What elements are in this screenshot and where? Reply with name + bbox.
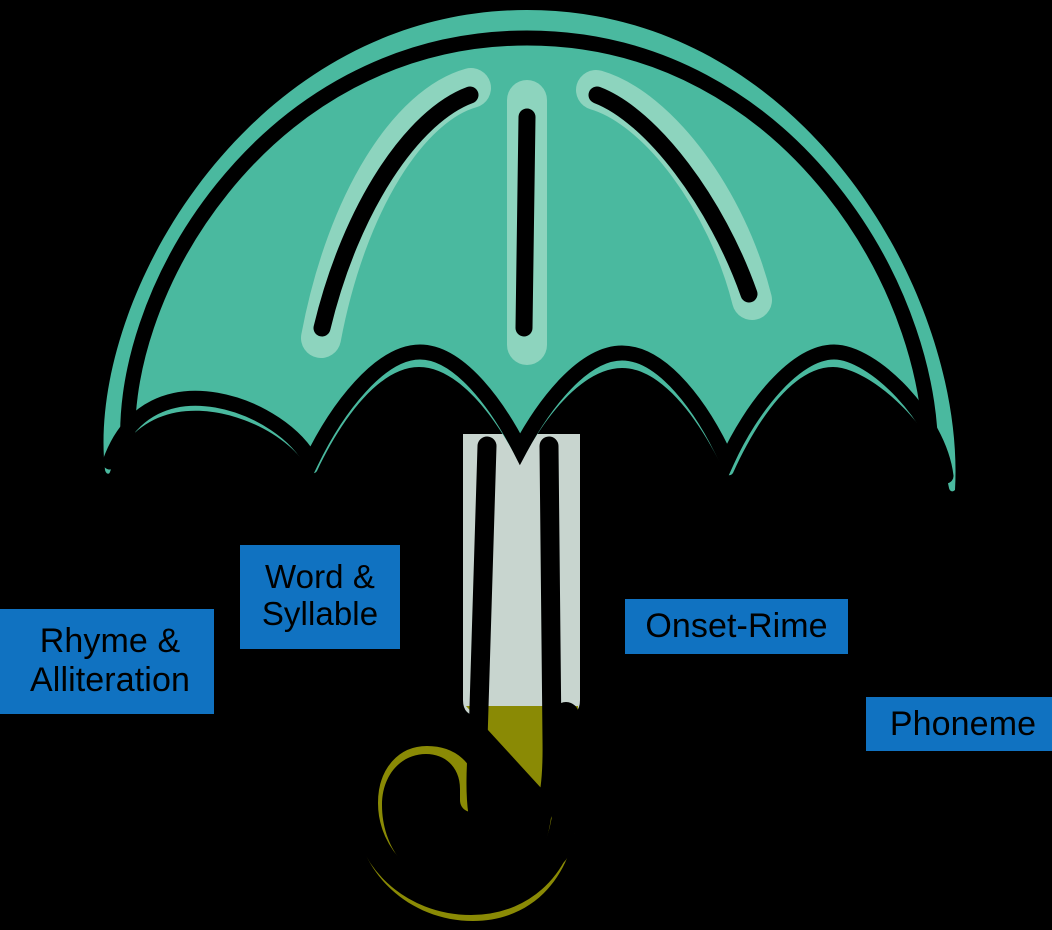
umbrella-canopy-top-outline bbox=[120, 30, 939, 478]
label-onset-line-1: Onset-Rime bbox=[645, 607, 828, 646]
label-word-line-1: Word & bbox=[264, 558, 376, 596]
umbrella-handle-inner-stroke-group bbox=[351, 702, 579, 916]
label-word-line-2: Syllable bbox=[261, 595, 379, 632]
umbrella-canopy-scallop-outline bbox=[102, 344, 954, 484]
umbrella-handle-body bbox=[355, 706, 578, 921]
label-word-syllable[interactable]: Word & Syllable bbox=[240, 545, 400, 649]
shaft-line-right bbox=[478, 436, 562, 836]
label-rhyme-line-2: Alliteration bbox=[30, 660, 190, 699]
canopy-rib-left bbox=[313, 86, 479, 337]
label-phoneme-line-1: Phoneme bbox=[889, 704, 1037, 743]
umbrella-canopy-group bbox=[102, 10, 956, 492]
canopy-rib-center bbox=[515, 108, 536, 337]
label-phoneme[interactable]: Phoneme bbox=[866, 697, 1052, 751]
label-onset-rime[interactable]: Onset-Rime bbox=[625, 599, 848, 654]
canopy-rib-right bbox=[588, 86, 758, 303]
handle-hook-stroke bbox=[351, 702, 579, 916]
label-rhyme-alliteration[interactable]: Rhyme & Alliteration bbox=[0, 609, 214, 714]
label-rhyme-line-1: Rhyme & bbox=[39, 622, 181, 661]
umbrella-handle-group bbox=[355, 706, 578, 921]
